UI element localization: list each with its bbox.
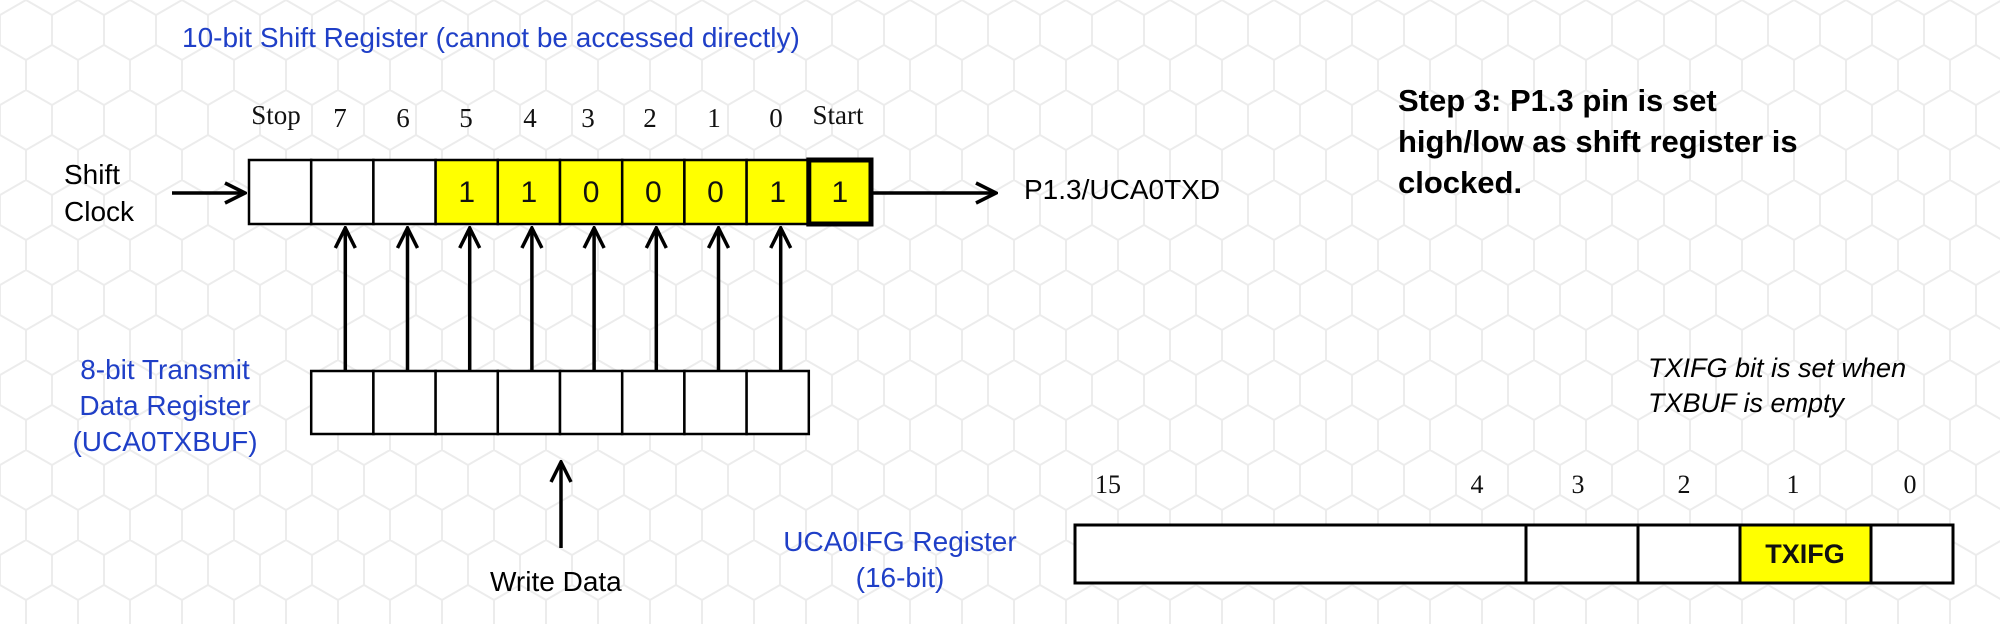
transmit-register-label: 8-bit Transmit Data Register (UCA0TXBUF): [60, 352, 270, 460]
txifg-note: TXIFG bit is set when TXBUF is empty: [1648, 351, 1906, 421]
transmit-register-cell: [620, 369, 686, 436]
shift-register-cell: [745, 158, 811, 226]
bit-label-0: 0: [769, 103, 783, 133]
shift-register-cell-value: 1: [521, 176, 538, 209]
transmit-register-label-line-2: Data Register: [79, 390, 251, 421]
shift-register-cell-value: 0: [645, 176, 662, 209]
shift-clock-label: Shift Clock: [64, 156, 134, 230]
shift-register-cell: [247, 158, 313, 226]
ifg-register-label-line-1: UCA0IFG Register: [783, 526, 1017, 557]
shift-register-cell-value: 0: [583, 176, 600, 209]
step-description: Step 3: P1.3 pin is set high/low as shif…: [1398, 83, 1798, 200]
transmit-register-label-line-3: (UCA0TXBUF): [72, 426, 258, 457]
write-data-label: Write Data: [490, 566, 622, 597]
transmit-register-cell: [683, 369, 748, 436]
bit-label-5: 5: [459, 103, 473, 133]
shift-register-cell: [558, 158, 624, 226]
shift-register-cell-value: 1: [769, 176, 786, 209]
bit-label-7: 7: [333, 103, 347, 133]
output-pin-label: P1.3/UCA0TXD: [1024, 174, 1221, 205]
transmit-register-cell: [434, 369, 500, 436]
shift-register-cells: 1 1 0 0 0 1 1: [247, 157, 874, 227]
transmit-register-cell: [558, 369, 624, 436]
bit-label-2: 2: [643, 103, 657, 133]
shift-register-cell-value: 1: [458, 176, 475, 209]
ifg-register-label: UCA0IFG Register (16-bit): [765, 524, 1035, 596]
bit-label-stop: Stop: [251, 100, 301, 130]
bit-label-start: Start: [812, 100, 864, 130]
transmit-register-cells: [309, 369, 811, 436]
shift-register-cell-value: 1: [832, 176, 849, 209]
transmit-register-cell: [745, 369, 811, 436]
shift-register-cell: [372, 158, 437, 226]
shift-register-cell: [683, 158, 748, 226]
load-arrows: [345, 228, 780, 371]
shift-register-cell: [309, 158, 375, 226]
shift-register-cell: [620, 158, 686, 226]
txifg-note-line-1: TXIFG bit is set when: [1648, 353, 1907, 383]
shift-register-title: 10-bit Shift Register (cannot be accesse…: [182, 22, 800, 53]
ifg-bit-label-0: 0: [1903, 470, 1917, 499]
transmit-register-cell: [309, 369, 375, 436]
shift-register-cell: [806, 157, 874, 227]
transmit-register-label-line-1: 8-bit Transmit: [80, 354, 250, 385]
txifg-label: TXIFG: [1765, 539, 1845, 569]
bit-label-4: 4: [523, 103, 537, 133]
ifg-bit-label-2: 2: [1677, 470, 1691, 499]
shift-clock-line-1: Shift: [64, 159, 121, 190]
bit-label-3: 3: [581, 103, 595, 133]
shift-clock-line-2: Clock: [64, 196, 135, 227]
bit-label-1: 1: [707, 103, 721, 133]
txifg-bit-cell: [1738, 523, 1873, 585]
ifg-bit-label-4: 4: [1470, 470, 1484, 499]
shift-register-cell-value: 0: [707, 176, 724, 209]
ifg-register-label-line-2: (16-bit): [855, 562, 945, 593]
ifg-bit-label-15: 15: [1095, 470, 1121, 499]
shift-register-cell: [496, 158, 562, 226]
shift-register-cell: [434, 158, 500, 226]
transmit-register-cell: [372, 369, 437, 436]
bit-label-6: 6: [396, 103, 410, 133]
transmit-register-cell: [496, 369, 562, 436]
ifg-register: TXIFG: [1073, 523, 1955, 585]
ifg-bit-label-1: 1: [1786, 470, 1800, 499]
txifg-note-line-2: TXBUF is empty: [1648, 388, 1845, 418]
ifg-bit-label-3: 3: [1571, 470, 1585, 499]
